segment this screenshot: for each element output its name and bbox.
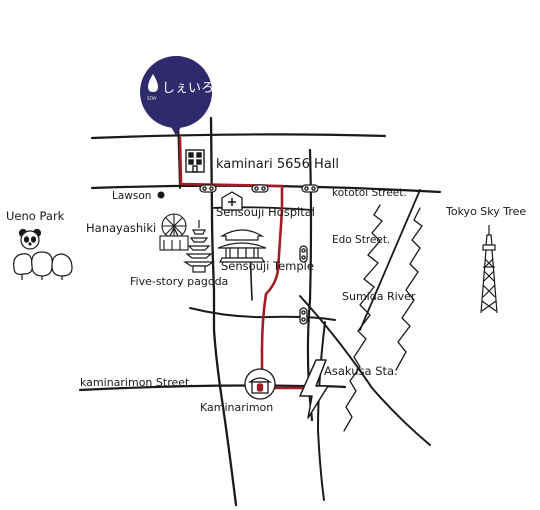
label-kaminari-hall: kaminari 5656 Hall xyxy=(216,157,339,172)
sumida-river xyxy=(343,204,423,432)
traffic-light-icon xyxy=(301,184,319,193)
roads xyxy=(78,116,442,507)
label-sensouji-hospital: Sensouji Hospital xyxy=(216,205,315,219)
panda-icon xyxy=(18,228,42,250)
water-drop-icon xyxy=(148,74,158,92)
traffic-light-icon xyxy=(299,245,308,263)
pin-logo-text: しぇいろ xyxy=(162,81,214,96)
river-bank-east xyxy=(395,207,423,371)
river-bank-west xyxy=(343,204,383,432)
label-ueno-park: Ueno Park xyxy=(6,209,65,223)
label-asakusa-sta: Asakusa Sta. xyxy=(324,364,398,378)
label-kaminarimon: Kaminarimon xyxy=(200,401,273,414)
route-line xyxy=(178,136,284,380)
road-river-diagonal xyxy=(359,189,421,331)
hospital-icon xyxy=(221,191,243,211)
kaminarimon-gate-icon xyxy=(244,368,276,400)
label-sensouji-temple: Sensouji Temple xyxy=(221,259,314,273)
traffic-light-icon xyxy=(199,184,217,193)
lawson-icon xyxy=(157,191,165,199)
label-lawson: Lawson xyxy=(112,190,151,202)
label-kaminarimon-street: kaminarimon Street. xyxy=(80,376,193,389)
label-five-story-pagoda: Five-story pagoda xyxy=(130,275,228,288)
temple-icon xyxy=(217,229,267,263)
road-edo-street-2 xyxy=(317,321,326,501)
traffic-lights xyxy=(199,184,319,325)
road-main-vertical xyxy=(209,116,238,507)
road-diagonal-east xyxy=(299,295,431,446)
station-icon xyxy=(299,359,329,419)
pagoda-icon xyxy=(183,220,215,273)
traffic-light-icon xyxy=(251,184,269,193)
labels: kaminari 5656 Hall Lawson kototoi Street… xyxy=(6,157,526,414)
sky-tree-icon xyxy=(480,225,498,314)
label-hanayashiki: Hanayashiki xyxy=(86,221,156,235)
label-sumida-river: Sumida River xyxy=(342,290,416,303)
road-top xyxy=(90,133,387,140)
ferris-wheel-icon xyxy=(159,213,189,251)
label-tokyo-sky-tree: Tokyo Sky Tree xyxy=(445,205,526,218)
label-kototoi-street: kototoi Street. xyxy=(332,187,407,199)
walking-route xyxy=(178,136,304,390)
pin-logo-sub: STAY xyxy=(147,96,157,101)
label-edo-street: Edo Street. xyxy=(332,234,390,246)
trees-icon xyxy=(13,251,73,280)
traffic-light-icon xyxy=(299,307,308,325)
building-icon xyxy=(185,149,205,173)
map-pin-icon[interactable]: しぇいろ STAY xyxy=(140,56,214,136)
